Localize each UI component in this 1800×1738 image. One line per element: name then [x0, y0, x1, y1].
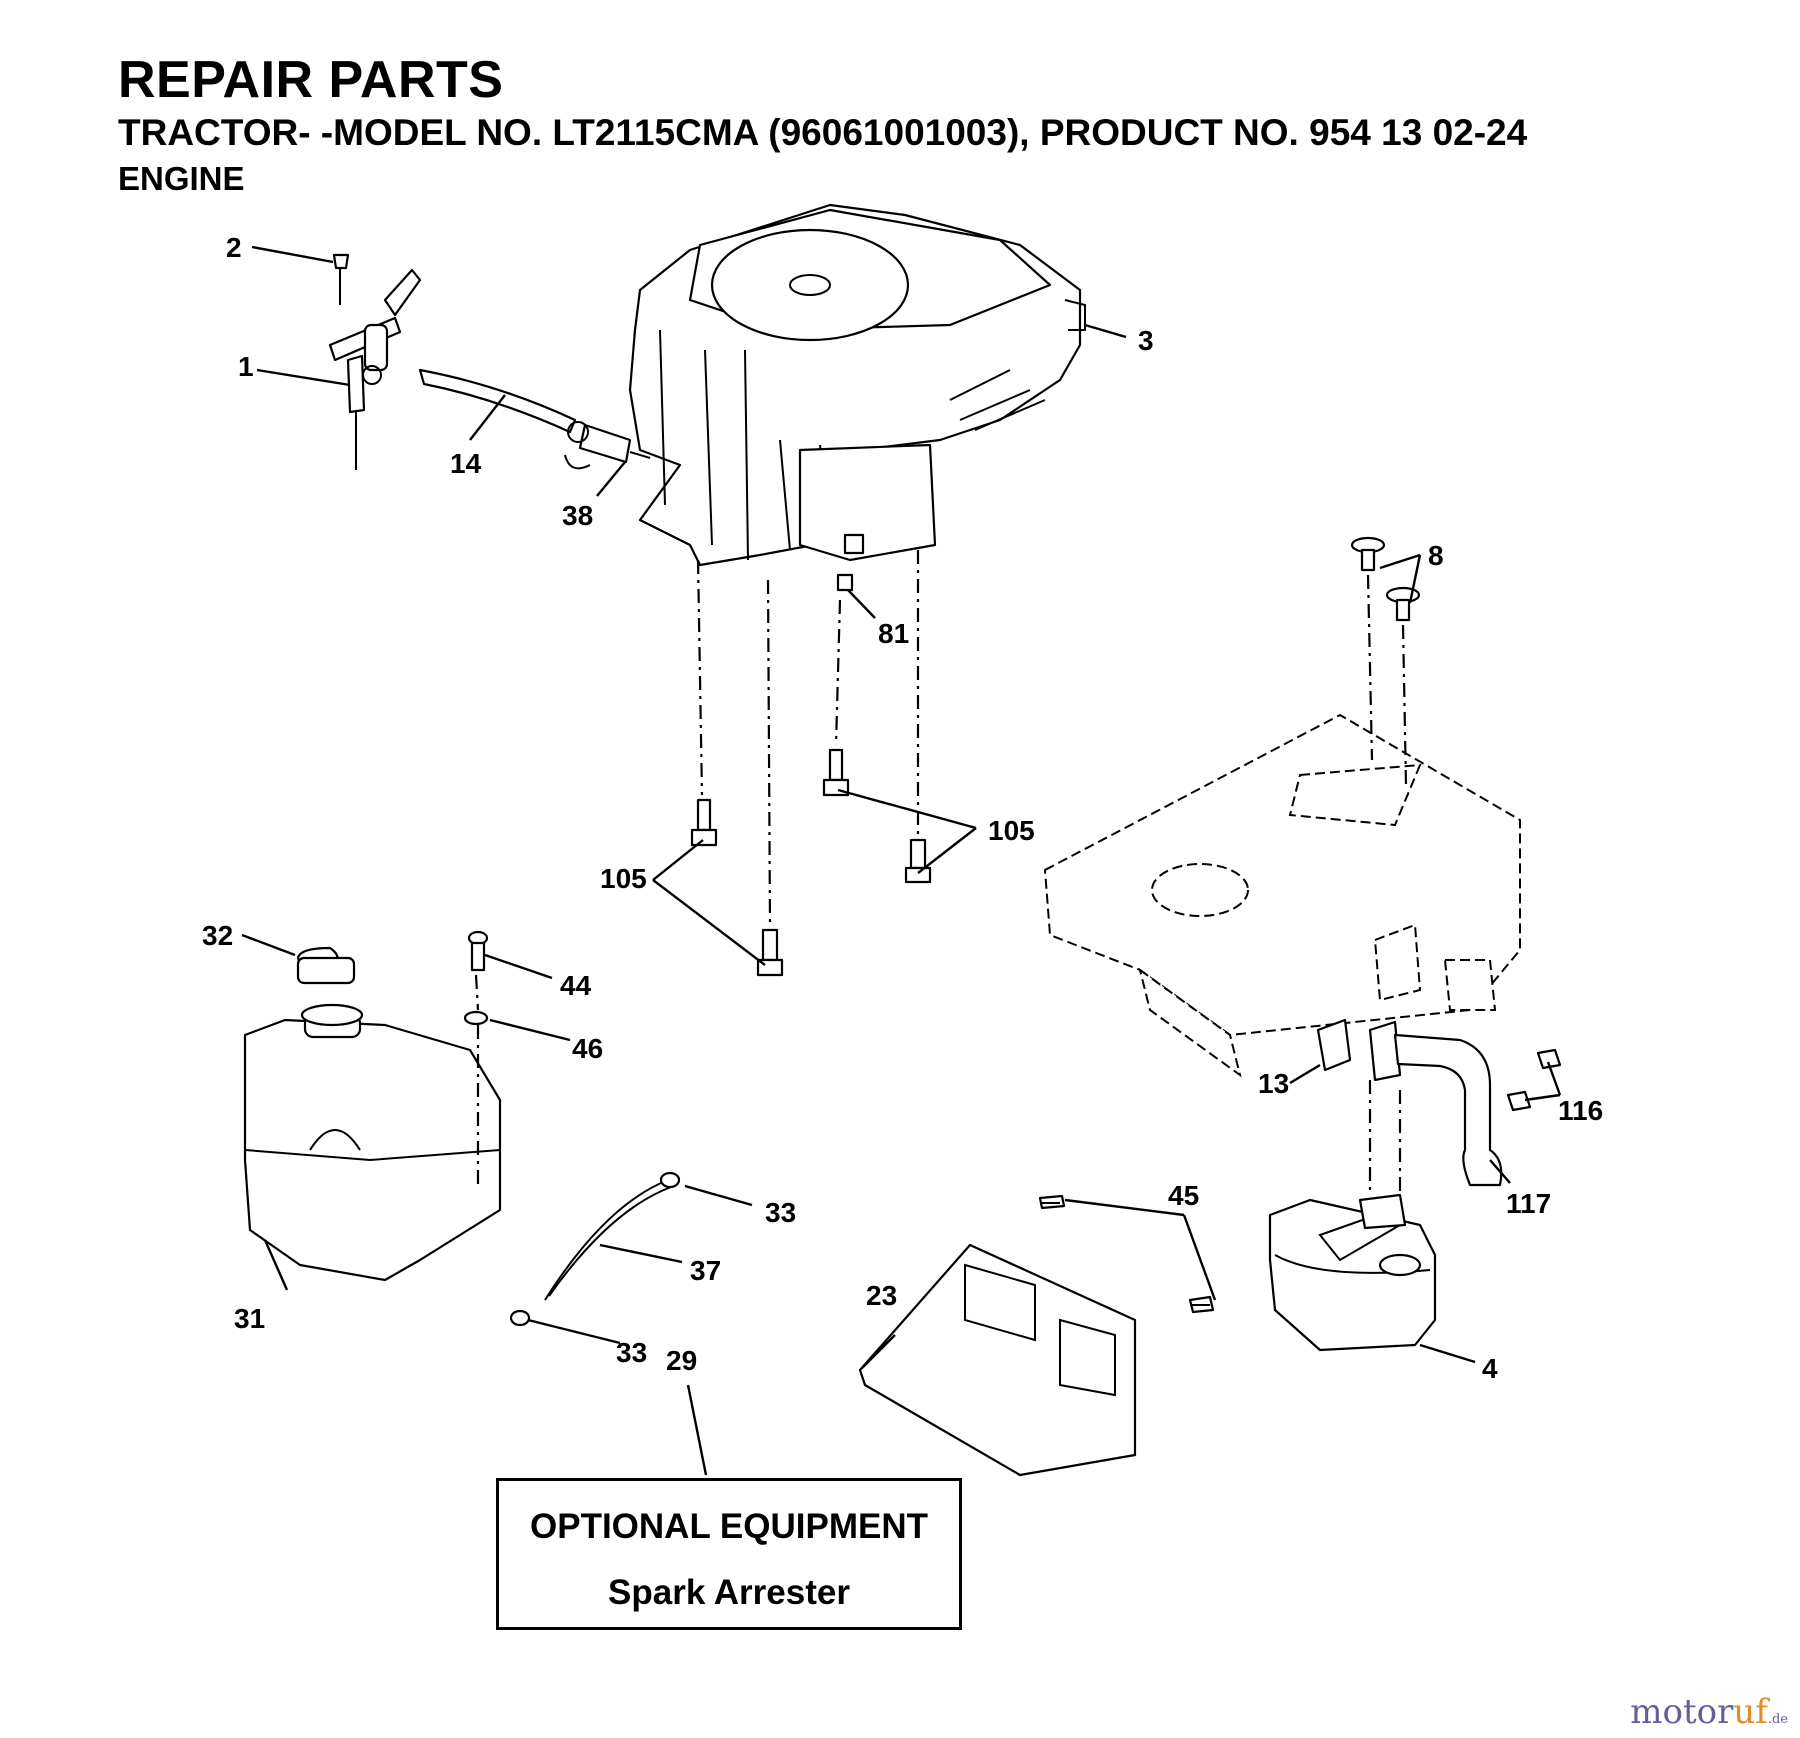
callout-29: 29 — [666, 1345, 697, 1376]
callout-1: 1 — [238, 351, 254, 382]
callout-38: 38 — [562, 500, 593, 531]
model-subtitle: TRACTOR- -MODEL NO. LT2115CMA (960610010… — [118, 112, 1528, 153]
callout-labels: 2 1 14 38 3 81 8 105 105 32 44 46 13 116… — [202, 232, 1603, 1384]
heat-shield-illustration — [858, 1194, 1215, 1477]
tank-screw-illustration — [463, 930, 489, 1190]
section-heading: ENGINE — [118, 160, 245, 197]
callout-3: 3 — [1138, 325, 1154, 356]
watermark-part2: uf — [1733, 1692, 1768, 1732]
callout-2: 2 — [226, 232, 242, 263]
callout-33-bottom: 33 — [616, 1337, 647, 1368]
fuel-tank-illustration — [243, 946, 502, 1282]
mounting-bolts-illustration — [690, 550, 932, 977]
tractor-frame-illustration — [1043, 713, 1521, 1078]
watermark-suffix: .de — [1767, 1712, 1788, 1727]
watermark-logo: motoruf.de — [1630, 1692, 1788, 1732]
callout-116: 116 — [1558, 1095, 1603, 1126]
callout-117: 117 — [1506, 1188, 1551, 1219]
exhaust-pipe-illustration — [1316, 1018, 1562, 1200]
callout-14: 14 — [450, 448, 482, 479]
optional-equipment-heading: OPTIONAL EQUIPMENT — [530, 1507, 928, 1546]
callout-4: 4 — [1482, 1353, 1498, 1384]
leader-lines — [241, 245, 1562, 1476]
callout-45: 45 — [1168, 1180, 1199, 1211]
optional-equipment-item: Spark Arrester — [608, 1573, 850, 1612]
callout-44: 44 — [560, 970, 592, 1001]
fuel-hose-clamps-illustration — [509, 1171, 681, 1327]
callout-32: 32 — [202, 920, 233, 951]
engine-illustration — [628, 203, 1086, 567]
page-title: REPAIR PARTS — [118, 51, 504, 109]
callout-31: 31 — [234, 1303, 265, 1334]
callout-23: 23 — [866, 1280, 897, 1311]
callout-105-right: 105 — [988, 815, 1035, 846]
callout-37: 37 — [690, 1255, 721, 1286]
callout-105-left: 105 — [600, 863, 647, 894]
throttle-control-illustration — [328, 253, 422, 470]
watermark-part1: motor — [1630, 1692, 1734, 1732]
callout-46: 46 — [572, 1033, 603, 1064]
callout-81: 81 — [878, 618, 909, 649]
fuel-line-illustration — [418, 368, 651, 470]
muffler-illustration — [1268, 1193, 1437, 1352]
callout-8: 8 — [1428, 540, 1444, 571]
callout-33-top: 33 — [765, 1197, 796, 1228]
optional-equipment-box: OPTIONAL EQUIPMENT Spark Arrester — [496, 1478, 962, 1630]
callout-13: 13 — [1258, 1068, 1289, 1099]
